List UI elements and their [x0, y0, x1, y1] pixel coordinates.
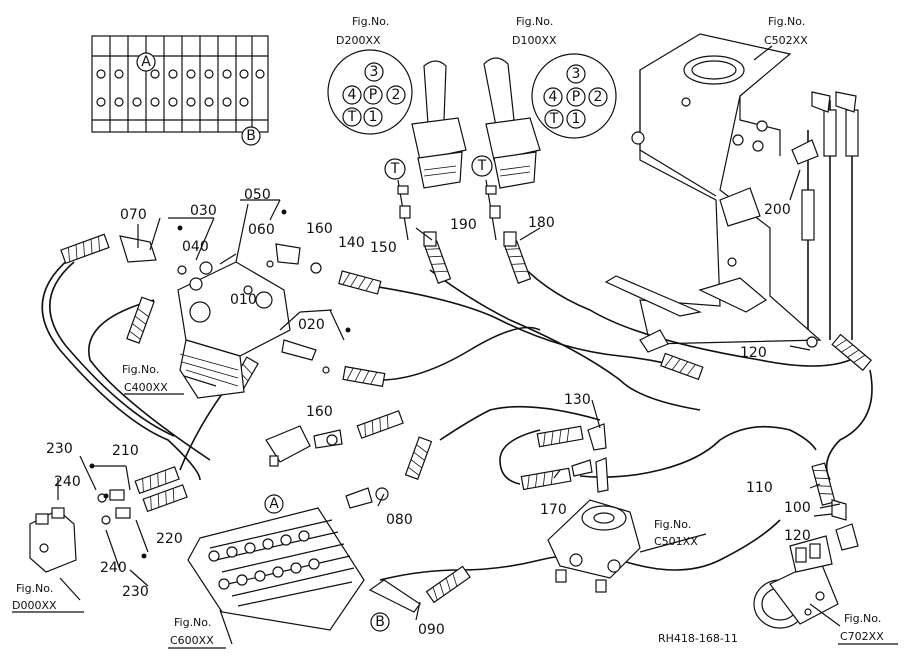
part-040: 040 — [182, 239, 209, 255]
hose-sleeves — [60, 109, 873, 604]
port-p-left: P — [369, 87, 377, 103]
drawing-reference: RH418-168-11 — [658, 632, 738, 645]
part-110: 110 — [746, 480, 773, 496]
part-170: 170 — [540, 502, 567, 518]
fig-c400-code: C400XX — [124, 381, 168, 394]
part-190: 190 — [450, 217, 477, 233]
marker-a-label: A — [141, 54, 151, 70]
marker-t-left-circle — [384, 158, 406, 180]
part-180: 180 — [528, 215, 555, 231]
part-150: 150 — [370, 240, 397, 256]
marker-a2-label: A — [269, 496, 279, 512]
pump-block-c400 — [119, 235, 330, 399]
port-t-left: T — [347, 109, 357, 125]
part-050: 050 — [244, 187, 271, 203]
fig-c400-title: Fig.No. — [122, 363, 159, 376]
fig-c501-title: Fig.No. — [654, 518, 691, 531]
port-diagram-left: 3 4 P 2 T 1 — [327, 49, 413, 135]
marker-t-right: T — [477, 158, 487, 174]
pilot-fittings — [397, 179, 517, 247]
marker-t-right-circle — [471, 155, 493, 177]
fig-c501-code: C501XX — [654, 535, 698, 548]
part-240-lower: 240 — [100, 560, 127, 576]
marker-t-left: T — [390, 161, 400, 177]
port-4-right: 4 — [549, 89, 558, 105]
port-3-left: 3 — [370, 64, 379, 80]
fig-c702-code: C702XX — [840, 630, 884, 643]
motor-c702 — [753, 535, 839, 629]
port-p-right: P — [572, 89, 580, 105]
marker-b2-label: B — [375, 614, 385, 630]
marker-a2-circle — [264, 494, 284, 514]
part-100: 100 — [784, 500, 811, 516]
part-160-upper: 160 — [306, 221, 333, 237]
part-130: 130 — [564, 392, 591, 408]
part-210: 210 — [112, 443, 139, 459]
part-230-lower: 230 — [122, 584, 149, 600]
part-010: 010 — [230, 292, 257, 308]
part-140: 140 — [338, 235, 365, 251]
port-1-left: 1 — [369, 109, 378, 125]
port-3-right: 3 — [572, 66, 581, 82]
part-090: 090 — [418, 622, 445, 638]
valve-block-schematic: A B — [91, 35, 269, 146]
part-230-upper: 230 — [46, 441, 73, 457]
marker-b-circle — [241, 126, 261, 146]
port-diagram-right: 3 4 P 2 T 1 — [531, 53, 617, 139]
part-080: 080 — [386, 512, 413, 528]
control-valve-c600 — [187, 507, 365, 631]
part-120-lower: 120 — [784, 528, 811, 544]
fig-d000-code: D000XX — [12, 599, 57, 612]
block-d000 — [29, 489, 131, 573]
index-dots — [89, 209, 351, 559]
pilot-valve-left — [411, 60, 467, 189]
figure-references: Fig.No. D200XX Fig.No. D100XX Fig.No. C5… — [12, 15, 898, 649]
fig-d000-title: Fig.No. — [16, 582, 53, 595]
fig-c502-code: C502XX — [764, 34, 808, 47]
fig-c600-title: Fig.No. — [174, 616, 211, 629]
part-070: 070 — [120, 207, 147, 223]
fig-c502-title: Fig.No. — [768, 15, 805, 28]
part-240-upper: 240 — [54, 474, 81, 490]
port-2-right: 2 — [594, 89, 603, 105]
port-t-right: T — [549, 111, 559, 127]
part-020: 020 — [298, 317, 325, 333]
part-labels: 010 020 030 040 050 060 070 080 090 100 … — [46, 187, 811, 638]
fig-d200-code: D200XX — [336, 34, 381, 47]
part-160-lower: 160 — [306, 404, 333, 420]
part-220: 220 — [156, 531, 183, 547]
fig-d100-title: Fig.No. — [516, 15, 553, 28]
hydraulic-tank — [604, 33, 822, 345]
part-200: 200 — [764, 202, 791, 218]
port-1-right: 1 — [572, 111, 581, 127]
fig-c702-title: Fig.No. — [844, 612, 881, 625]
pilot-valve-right — [483, 57, 541, 189]
part-120-upper: 120 — [740, 345, 767, 361]
fig-d200-title: Fig.No. — [352, 15, 389, 28]
elbow-fittings — [265, 91, 859, 613]
part-060: 060 — [248, 222, 275, 238]
marker-b-label: B — [246, 128, 256, 144]
marker-a-circle — [136, 52, 156, 72]
port-2-left: 2 — [392, 87, 401, 103]
part-030: 030 — [190, 203, 217, 219]
marker-b2-circle — [370, 612, 390, 632]
leader-lines — [57, 45, 841, 645]
port-4-left: 4 — [348, 87, 357, 103]
fig-d100-code: D100XX — [512, 34, 557, 47]
fig-c600-code: C600XX — [170, 634, 214, 647]
valve-c501 — [547, 499, 641, 593]
